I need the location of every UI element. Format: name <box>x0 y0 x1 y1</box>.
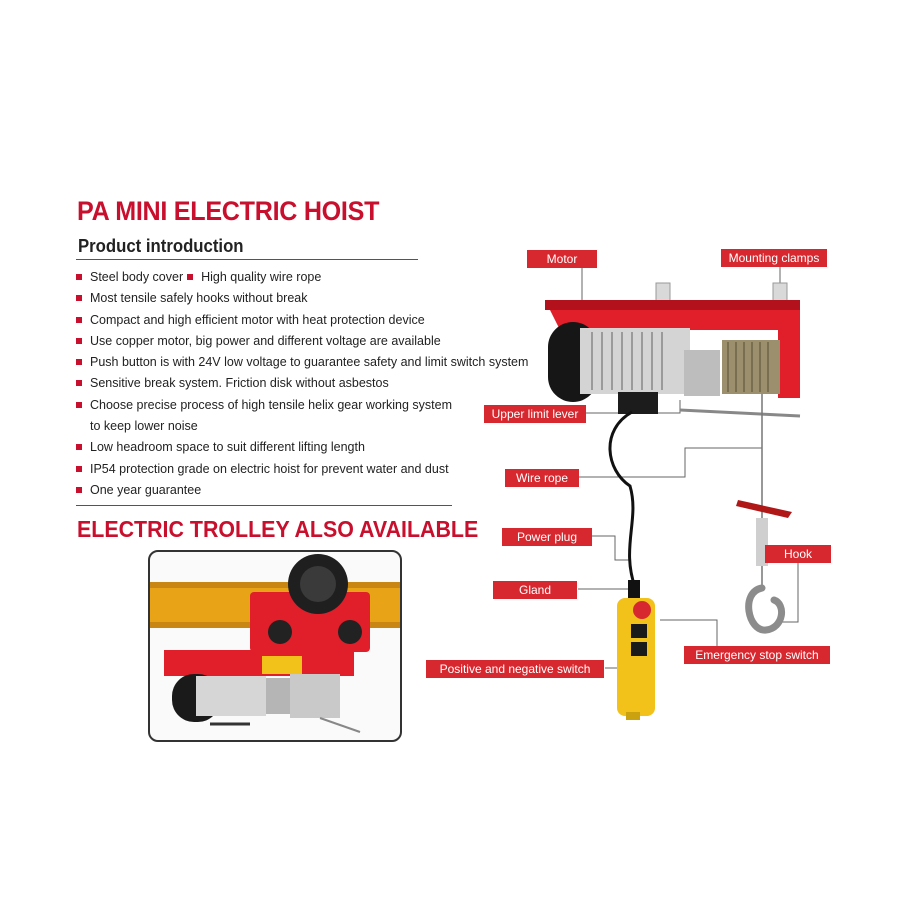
bullet-icon <box>76 316 82 323</box>
feature-item: Push button is with 24V low voltage to g… <box>76 352 536 373</box>
bullet-icon <box>76 465 82 472</box>
callout-positive-negative-switch: Positive and negative switch <box>426 660 604 678</box>
feature-item: Use copper motor, big power and differen… <box>76 331 536 352</box>
callout-wire-rope: Wire rope <box>505 469 579 487</box>
feature-item: IP54 protection grade on electric hoist … <box>76 459 536 480</box>
callout-mounting-clamps: Mounting clamps <box>721 249 827 267</box>
hook-shape <box>745 584 785 634</box>
gearbox <box>684 350 720 396</box>
callout-upper-limit-lever: Upper limit lever <box>484 405 586 423</box>
motor-housing <box>580 328 690 394</box>
trolley-heading: ELECTRIC TROLLEY ALSO AVAILABLE <box>77 516 479 542</box>
cable-gland <box>628 580 640 600</box>
feature-item-continuation: to keep lower noise <box>90 419 198 434</box>
callout-power-plug: Power plug <box>502 528 592 546</box>
pendant-button-down <box>631 642 647 656</box>
bullet-icon <box>76 359 82 366</box>
feature-item: Sensitive break system. Friction disk wi… <box>76 373 536 394</box>
bullet-icon <box>76 444 82 451</box>
feature-item: Compact and high efficient motor with he… <box>76 310 536 331</box>
bullet-icon <box>76 486 82 493</box>
hoist-body <box>545 300 800 398</box>
bullet-icon <box>76 380 82 387</box>
bullet-icon <box>76 337 82 344</box>
callout-gland: Gland <box>493 581 577 599</box>
hoist-motor-body <box>196 676 266 716</box>
bullet-icon <box>76 274 82 280</box>
trolley-illustration <box>150 554 400 733</box>
hoist-drum <box>290 674 340 718</box>
section-rule <box>76 505 452 506</box>
wire-drum <box>722 340 780 394</box>
feature-item: Most tensile safely hooks without break <box>76 288 536 309</box>
bullet-icon <box>187 274 194 280</box>
page-title: PA MINI ELECTRIC HOIST <box>77 196 380 226</box>
mounting-clamp-left <box>655 282 671 302</box>
feature-item: One year guarantee <box>76 480 536 501</box>
feature-item: Choose precise process of high tensile h… <box>76 395 536 416</box>
warning-label <box>262 656 302 674</box>
emergency-stop-button <box>633 601 651 619</box>
limit-stopper <box>736 500 792 518</box>
feature-item: Low headroom space to suit different lif… <box>76 437 536 458</box>
power-cable <box>608 410 638 591</box>
title-rule <box>76 259 418 260</box>
bullet-icon <box>76 295 82 302</box>
leader-lines <box>562 266 812 669</box>
trolley-photo-frame <box>148 550 402 742</box>
callout-emergency-stop-switch: Emergency stop switch <box>684 646 830 664</box>
callout-motor: Motor <box>527 250 597 268</box>
control-box <box>618 392 658 414</box>
section-subtitle: Product introduction <box>78 236 244 256</box>
upper-limit-lever <box>679 408 801 418</box>
motor-fins <box>591 332 663 390</box>
mounting-clamp-right <box>772 282 788 302</box>
pendant-button-up <box>631 624 647 638</box>
bullet-icon <box>76 401 82 408</box>
callout-hook: Hook <box>765 545 831 563</box>
hoist-top-plate <box>164 650 354 676</box>
